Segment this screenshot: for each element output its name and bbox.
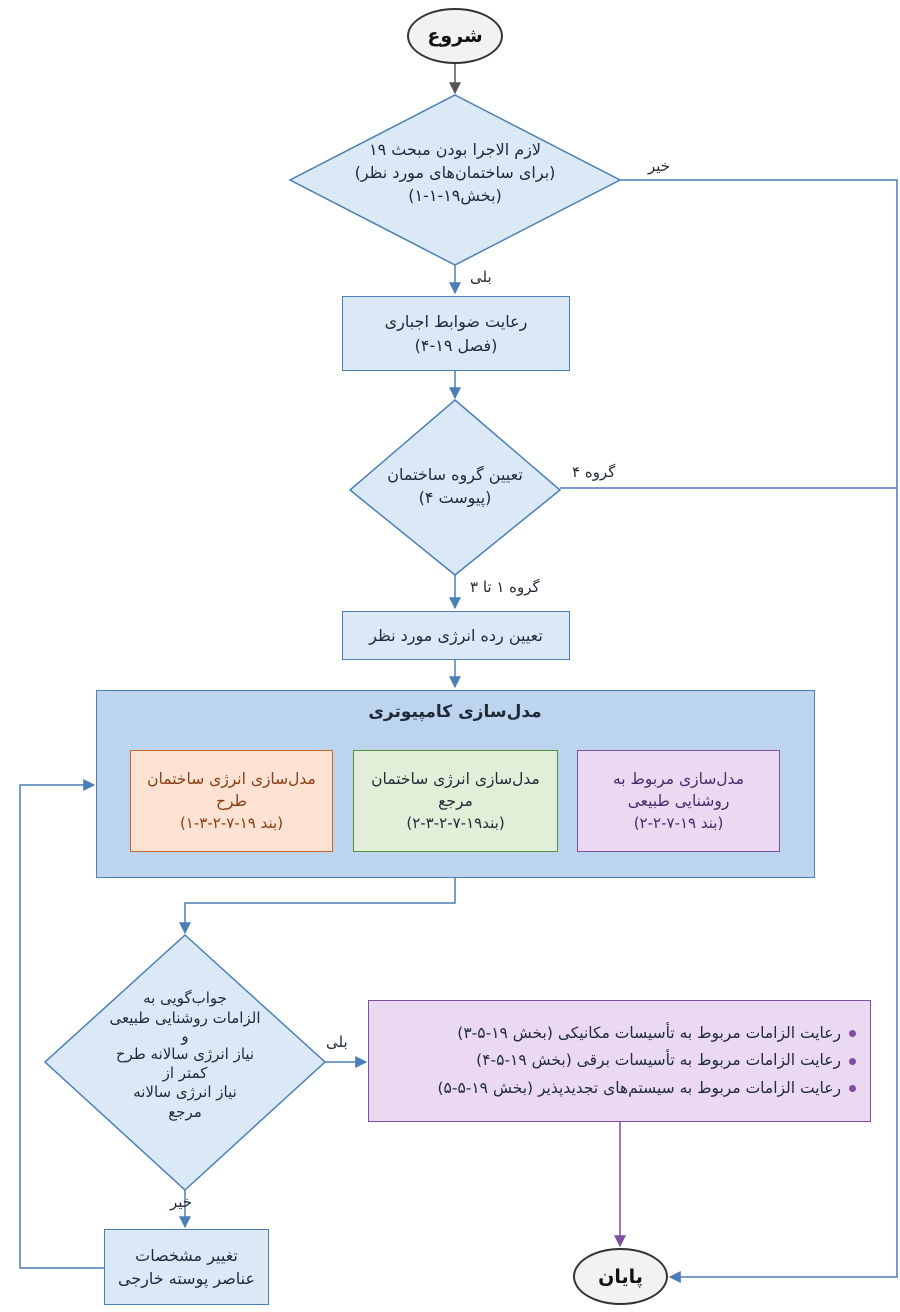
decision-building-group: تعیین گروه ساختمان (پیوست ۴) [370, 463, 540, 509]
reference-model-line-2: مرجع [438, 792, 473, 811]
end-terminal: پایان [573, 1248, 668, 1305]
decision-applicability: لازم الاجرا بودن مبحث ۱۹ (برای ساختمان‌ه… [330, 138, 580, 208]
decision-compliance: جواب‌گویی به الزامات روشنایی طبیعی و نیا… [70, 988, 300, 1122]
decision-compliance-line-3: و [181, 1026, 189, 1045]
process-mandatory-provisions: رعایت ضوابط اجباری (فصل ۱۹-۴) [342, 296, 570, 371]
edge-label-compliance-yes: بلی [326, 1033, 348, 1051]
process-change-envelope: تغییر مشخصات عناصر پوسته خارجی [104, 1229, 269, 1305]
requirement-mechanical-text: رعایت الزامات مربوط به تأسیسات مکانیکی (… [457, 1024, 841, 1043]
edge-label-group-4: گروه ۴ [572, 463, 616, 481]
decision-compliance-line-1: جواب‌گویی به [143, 989, 227, 1007]
decision-applicability-line-1: لازم الاجرا بودن مبحث ۱۹ [368, 140, 542, 159]
daylight-model-line-1: مدل‌سازی مربوط به [612, 769, 745, 788]
decision-compliance-line-5: کمتر از [162, 1063, 208, 1082]
requirements-box: رعایت الزامات مربوط به تأسیسات مکانیکی (… [368, 1000, 871, 1122]
design-model-box: مدل‌سازی انرژی ساختمان طرح (بند ۱۹-۷-۲-۳… [130, 750, 333, 852]
requirement-item-electrical: رعایت الزامات مربوط به تأسیسات برقی (بخش… [379, 1047, 856, 1074]
daylight-model-box: مدل‌سازی مربوط به روشنایی طبیعی (بند ۱۹-… [577, 750, 780, 852]
decision-compliance-line-6: نیاز انرژی سالانه [133, 1082, 237, 1101]
bullet-icon [849, 1084, 856, 1092]
end-label: پایان [598, 1265, 643, 1288]
reference-model-box: مدل‌سازی انرژی ساختمان مرجع (بند۱۹-۷-۲-۳… [353, 750, 558, 852]
process-energy-class-label: تعیین رده انرژی مورد نظر [369, 625, 543, 645]
edge-label-applicability-yes: بلی [470, 268, 492, 286]
decision-compliance-line-4: نیاز انرژی سالانه طرح [115, 1044, 255, 1063]
decision-compliance-line-7: مرجع [168, 1103, 202, 1121]
decision-applicability-line-2: (برای ساختمان‌های مورد نظر) [354, 163, 556, 183]
process-mandatory-line-2: (فصل ۱۹-۴) [414, 335, 498, 355]
design-model-line-2: طرح [216, 792, 247, 811]
bullet-icon [849, 1057, 856, 1065]
process-mandatory-line-1: رعایت ضوابط اجباری [384, 312, 528, 332]
decision-group-line-2: (پیوست ۴) [418, 488, 492, 508]
reference-model-line-3: (بند۱۹-۷-۲-۳-۲) [406, 813, 505, 832]
daylight-model-line-3: (بند ۱۹-۷-۲-۲) [633, 813, 724, 832]
edge-applicability-no-to-end [620, 179, 898, 1283]
decision-compliance-line-2: الزامات روشنایی طبیعی [109, 1009, 261, 1028]
edge-envelope-loop-back [19, 779, 104, 1269]
requirement-item-mechanical: رعایت الزامات مربوط به تأسیسات مکانیکی (… [379, 1020, 856, 1047]
process-envelope-line-1: تغییر مشخصات [135, 1245, 238, 1265]
process-envelope-line-2: عناصر پوسته خارجی [117, 1269, 256, 1288]
design-model-line-1: مدل‌سازی انرژی ساختمان [147, 769, 316, 788]
start-terminal: شروع [407, 8, 503, 64]
modeling-group-title: مدل‌سازی کامپیوتری [368, 702, 542, 722]
edge-label-applicability-no: خیر [648, 157, 671, 175]
requirement-electrical-text: رعایت الزامات مربوط به تأسیسات برقی (بخش… [476, 1051, 841, 1070]
decision-group-line-1: تعیین گروه ساختمان [387, 465, 523, 484]
requirement-item-renewable: رعایت الزامات مربوط به سیستم‌های تجدیدپذ… [379, 1075, 856, 1102]
requirement-renewable-text: رعایت الزامات مربوط به سیستم‌های تجدیدپذ… [437, 1078, 841, 1097]
start-label: شروع [427, 25, 483, 47]
edge-label-compliance-no: خیر [170, 1193, 193, 1211]
daylight-model-line-2: روشنایی طبیعی [627, 792, 730, 811]
process-energy-class: تعیین رده انرژی مورد نظر [342, 611, 570, 660]
reference-model-line-1: مدل‌سازی انرژی ساختمان [371, 769, 540, 788]
design-model-line-3: (بند ۱۹-۷-۲-۳-۱) [179, 813, 284, 832]
decision-applicability-line-3: (بخش۱۹-۱-۱) [408, 186, 502, 206]
bullet-icon [849, 1030, 856, 1038]
edge-label-group-1-3: گروه ۱ تا ۳ [470, 578, 540, 596]
edge-modeling-to-compliance [179, 878, 456, 935]
